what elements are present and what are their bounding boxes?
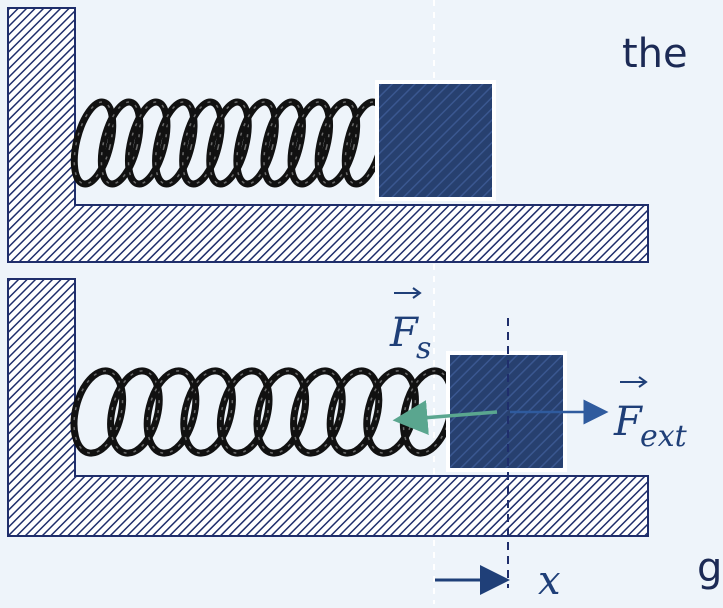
spring-coil-highlight: [146, 370, 197, 454]
slide-text-top: the: [622, 31, 688, 77]
spring-coil-highlight: [219, 370, 270, 454]
spring-force-subscript: s: [416, 331, 431, 366]
spring-coil-highlight: [109, 370, 160, 454]
spring-coil-highlight: [256, 370, 307, 454]
top-block: [375, 80, 496, 201]
bottom-spring: [70, 367, 456, 457]
spring-coil-highlight: [263, 101, 304, 185]
spring-coil-highlight: [183, 370, 234, 454]
spring-coil-highlight: [329, 370, 380, 454]
spring-coil-highlight: [73, 370, 124, 454]
spring-coil-highlight: [236, 101, 277, 185]
spring-force-arrow: [392, 400, 498, 436]
spring-coil-highlight: [209, 101, 249, 185]
spring-coil-highlight: [181, 101, 222, 185]
spring-coil-highlight: [290, 101, 331, 185]
bottom-scene: [7, 278, 649, 595]
top-scene: [7, 7, 649, 263]
spring-coil-highlight: [154, 101, 195, 185]
slide-text-bottom: g: [697, 545, 723, 591]
external-force-letter: F: [613, 399, 643, 445]
vector-accent-icon: [394, 287, 422, 299]
external-force-label: F ext: [613, 376, 688, 454]
top-wall: [7, 7, 649, 263]
spring-coil-highlight: [127, 101, 168, 185]
spring-coil-highlight: [100, 101, 141, 185]
spring-force-label: F s: [389, 287, 431, 366]
spring-coil-highlight: [317, 101, 358, 185]
top-spring: [70, 98, 388, 188]
spring-force-letter: F: [389, 310, 419, 356]
spring-coil-highlight: [73, 101, 114, 185]
displacement-label: x: [538, 558, 561, 604]
bottom-wall: [7, 278, 649, 537]
vector-accent-icon: [620, 376, 648, 388]
spring-coil-highlight: [292, 370, 343, 454]
external-force-subscript: ext: [640, 419, 688, 454]
